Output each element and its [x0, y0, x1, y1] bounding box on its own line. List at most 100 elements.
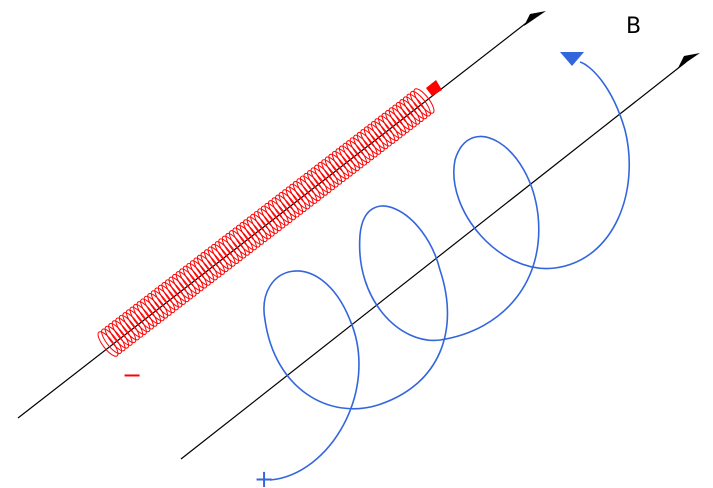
solenoid-turn — [179, 268, 201, 294]
solenoid-turn — [317, 161, 339, 188]
solenoid-turn — [324, 156, 346, 183]
solenoid-turn — [97, 331, 119, 357]
solenoid-turn — [133, 303, 154, 330]
solenoid-turn — [338, 145, 360, 172]
solenoid-turn — [356, 131, 378, 158]
solenoid-turn — [310, 167, 332, 193]
solenoid-turn — [204, 249, 225, 275]
solenoid-turn — [211, 243, 233, 270]
solenoid-turn — [381, 112, 403, 139]
solenoid-turn — [228, 230, 250, 256]
solenoid-turn — [182, 265, 204, 292]
solenoid-turn — [374, 118, 396, 144]
solenoid-turn — [243, 219, 265, 245]
solenoid-turn — [214, 241, 236, 267]
solenoid-turn — [285, 186, 307, 213]
solenoid-turn — [388, 107, 410, 133]
solenoid-turn — [349, 137, 371, 163]
solenoid-turn — [168, 276, 190, 303]
spiral-axis-line — [180, 61, 687, 460]
solenoid-turn — [392, 104, 414, 131]
solenoid-turn — [101, 328, 123, 355]
solenoid-turn — [172, 273, 194, 300]
solenoid-turn — [232, 227, 254, 254]
solenoid-turn — [246, 216, 268, 243]
solenoid-turn — [154, 287, 176, 314]
spiral-arrowhead — [560, 52, 584, 66]
solenoid-turn — [257, 208, 279, 234]
solenoid-turn — [296, 178, 318, 204]
spiral-axis-arrowhead — [678, 53, 700, 68]
solenoid-turn — [108, 323, 130, 349]
solenoid-turn — [122, 312, 144, 338]
solenoid-turn — [186, 262, 208, 289]
solenoid-turn — [193, 257, 215, 284]
plus-label: + — [254, 465, 274, 488]
solenoid-axis-line — [17, 19, 531, 419]
solenoid-turn — [125, 309, 147, 335]
solenoid-turn — [413, 88, 435, 114]
solenoid-turn — [289, 183, 311, 210]
solenoid-turn — [164, 279, 186, 305]
solenoid-turn — [264, 202, 286, 229]
solenoid-turn — [225, 232, 247, 259]
solenoid-turn — [328, 153, 350, 180]
solenoid-turn — [363, 126, 385, 152]
solenoid-turn — [115, 317, 137, 344]
solenoid-turn — [346, 140, 368, 166]
solenoid-turn — [282, 189, 304, 215]
solenoid-turn — [253, 211, 275, 237]
solenoid-turn — [140, 298, 162, 325]
solenoid-turn — [239, 222, 261, 248]
solenoid-turn — [275, 194, 296, 221]
solenoid-turn — [104, 325, 126, 352]
solenoid-turn — [321, 159, 343, 185]
solenoid-turn — [189, 260, 211, 286]
solenoid-turn — [150, 290, 172, 316]
solenoid-turn — [303, 172, 325, 199]
solenoid-turn — [278, 191, 300, 218]
solenoid-turn — [267, 200, 289, 226]
solenoid-turn — [395, 101, 417, 128]
solenoid-turn — [118, 314, 140, 341]
solenoid-turn — [342, 142, 364, 169]
solenoid-turn — [111, 320, 133, 346]
solenoid-turn — [353, 134, 375, 161]
solenoid-turn — [260, 205, 282, 232]
minus-label: − — [122, 361, 142, 389]
solenoid-turn — [314, 164, 336, 191]
solenoid-turn — [378, 115, 399, 142]
solenoid-turn — [292, 181, 314, 207]
solenoid-turn — [161, 282, 183, 308]
solenoid-turn — [200, 252, 222, 278]
solenoid-lead — [426, 80, 442, 96]
solenoid-turn — [221, 235, 243, 262]
solenoid-turn — [129, 306, 151, 333]
solenoid-turn — [157, 284, 179, 311]
solenoid-turn — [175, 271, 197, 297]
solenoid-turn — [236, 224, 257, 251]
solenoid-turn — [406, 93, 428, 120]
solenoid-turn — [370, 120, 392, 147]
solenoid-turn — [207, 246, 229, 273]
solenoid-turn — [367, 123, 389, 150]
solenoid-turn — [299, 175, 321, 202]
solenoid-turn — [331, 151, 353, 177]
solenoid-turn — [196, 254, 218, 281]
solenoid-turn — [136, 301, 158, 327]
solenoid-turn — [399, 99, 421, 125]
solenoid-turn — [218, 238, 240, 264]
field-label-b: B — [626, 14, 641, 39]
solenoid-turn — [335, 148, 357, 174]
solenoid-turn — [409, 90, 431, 117]
solenoid-turn — [307, 170, 328, 196]
solenoid-coil — [97, 80, 442, 357]
field-spiral — [263, 61, 631, 481]
solenoid-axis-arrowhead — [524, 11, 546, 26]
solenoid-turn — [271, 197, 293, 223]
solenoid-turn — [402, 96, 424, 122]
solenoid-turn — [250, 213, 272, 240]
solenoid-turn — [360, 129, 382, 155]
solenoid-turn — [385, 110, 407, 136]
